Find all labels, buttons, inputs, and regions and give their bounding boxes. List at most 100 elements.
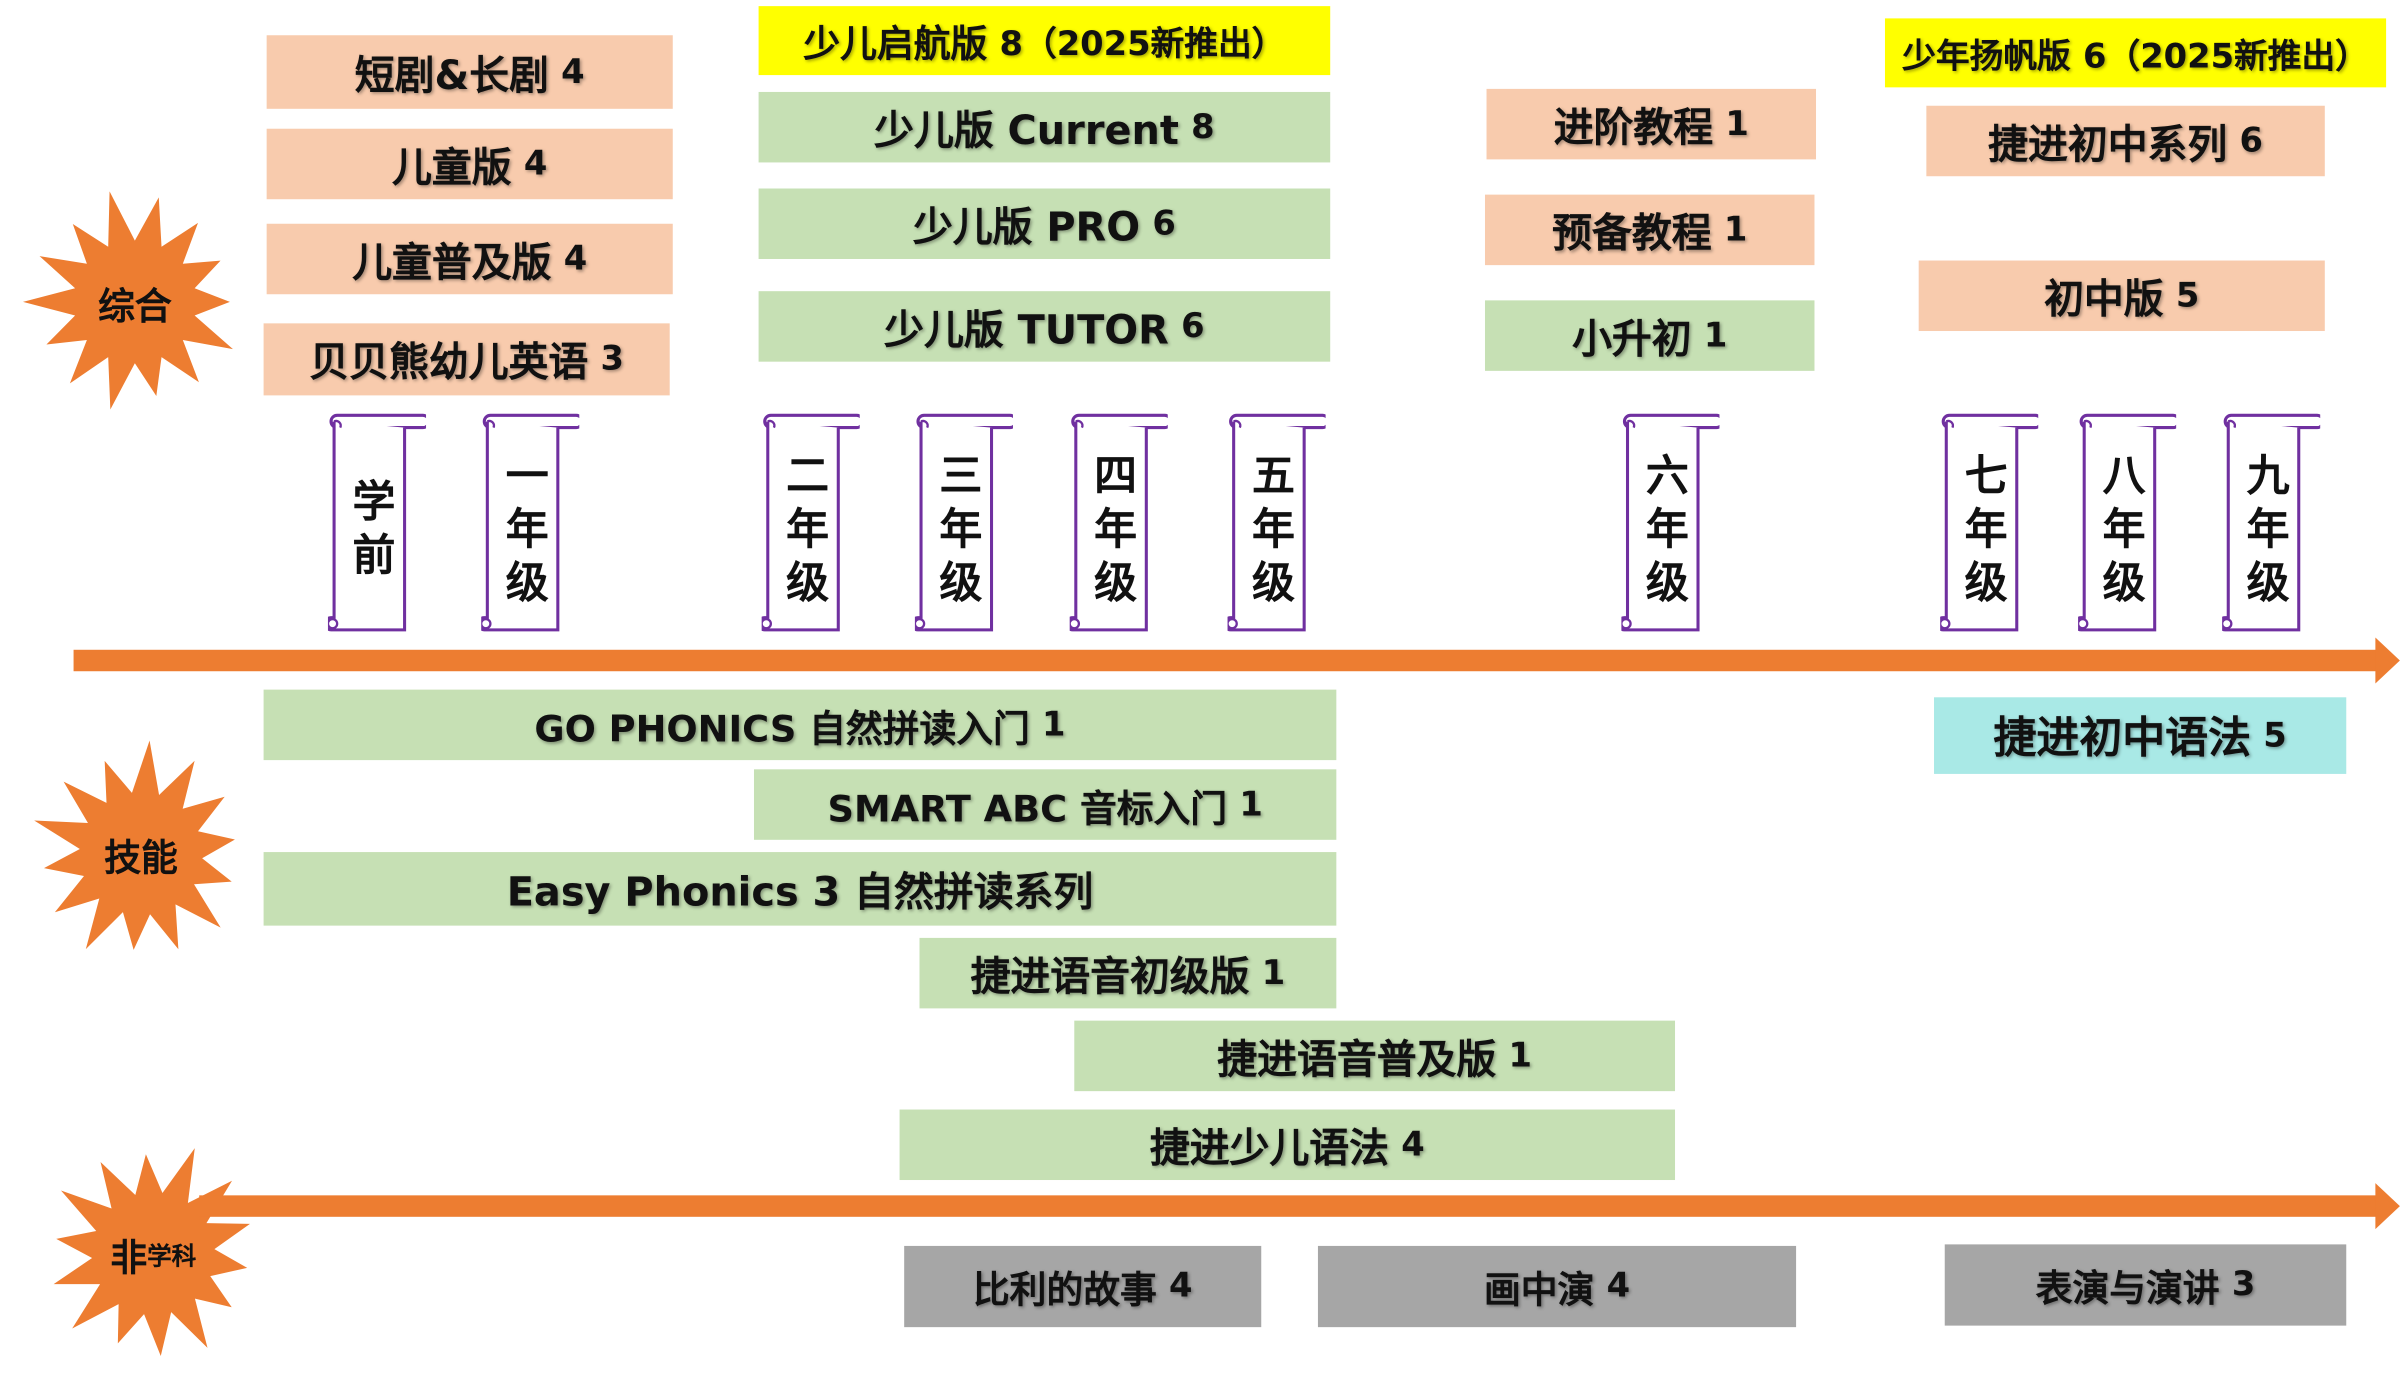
grade-char: 年 <box>1964 503 2008 554</box>
category-sub: 学科 <box>147 1241 197 1271</box>
grade-label: 二年级 <box>768 440 848 618</box>
grade-char: 级 <box>2102 557 2146 608</box>
course-label: 短剧&长剧 <box>354 52 549 99</box>
grade-char: 年 <box>1094 503 1138 554</box>
grade-char: 级 <box>2246 557 2290 608</box>
grade-char: 级 <box>505 557 549 608</box>
grade-char: 三 <box>939 449 983 501</box>
course-count: 5 <box>2175 276 2200 315</box>
grade-scroll: 九年级 <box>2222 406 2321 633</box>
grade-label: 学前 <box>334 440 414 618</box>
grade-scroll: 三年级 <box>914 406 1013 633</box>
category-general-starburst: 综合 <box>20 187 250 417</box>
grade-scroll: 五年级 <box>1227 406 1326 633</box>
course-count: 1 <box>1703 316 1728 355</box>
course-count: 1 <box>1042 705 1066 745</box>
starburst-shape <box>22 191 233 410</box>
course-count: 4 <box>523 144 548 184</box>
scroll-icon <box>914 413 1013 632</box>
course-label: 比利的故事 <box>972 1268 1157 1312</box>
grade-label: 八年级 <box>2084 440 2164 618</box>
scroll-icon <box>1621 413 1720 632</box>
course-label: 初中版 <box>2044 276 2164 323</box>
course-count: 3 <box>2231 1265 2256 1305</box>
grade-char: 四 <box>1094 449 1138 501</box>
course-count: 4 <box>1169 1267 1193 1306</box>
grade-scroll: 四年级 <box>1069 406 1168 633</box>
grade-char: 年 <box>1645 503 1689 554</box>
course-count: 6（2025新推出） <box>2083 37 2369 76</box>
grade-label: 六年级 <box>1628 440 1708 618</box>
scroll-icon <box>2078 413 2177 632</box>
course-label: Easy Phonics 3 自然拼读系列 <box>506 869 1094 916</box>
course-label: 儿童普及版 <box>352 239 552 286</box>
grade-label: 九年级 <box>2228 440 2308 618</box>
grade-scroll: 二年级 <box>761 406 860 633</box>
course-box: 儿童版 4 <box>266 128 673 200</box>
course-box: 少儿版 Current 8 <box>758 91 1331 163</box>
course-label: 画中演 <box>1483 1268 1595 1312</box>
course-count: 1 <box>1723 210 1748 250</box>
grade-char: 年 <box>2102 503 2146 554</box>
grade-char: 级 <box>1645 557 1689 608</box>
course-count: 1 <box>1508 1036 1532 1076</box>
course-label: 儿童版 <box>392 144 512 191</box>
grade-char: 七 <box>1964 449 2008 501</box>
course-count: 6 <box>2239 121 2263 161</box>
course-label: 捷进语音初级版 <box>970 953 1250 1000</box>
course-label: GO PHONICS 自然拼读入门 <box>534 707 1030 751</box>
scroll-icon <box>1940 413 2039 632</box>
grade-label: 三年级 <box>921 440 1001 618</box>
grade-label: 七年级 <box>1946 440 2026 618</box>
grade-char: 级 <box>1964 557 2008 608</box>
skill-box: GO PHONICS 自然拼读入门 1 <box>263 689 1337 761</box>
grade-char: 六 <box>1645 449 1689 501</box>
starburst-shape <box>34 740 235 950</box>
course-label: 捷进初中系列 <box>1988 121 2228 168</box>
grade-char: 一 <box>505 449 549 501</box>
course-count: 8 <box>1191 108 1215 147</box>
course-label: 少年扬帆版 <box>1902 37 2071 76</box>
course-label: 捷进初中语法 <box>1993 712 2252 764</box>
grade-scroll: 七年级 <box>1940 406 2039 633</box>
course-count: 8（2025新推出） <box>999 25 1286 64</box>
scroll-icon <box>1069 413 1168 632</box>
course-box-new: 少年扬帆版 6（2025新推出） <box>1884 18 2387 88</box>
grade-char: 学 <box>352 476 396 528</box>
course-count: 1 <box>1239 785 1263 824</box>
grade-char: 年 <box>786 503 830 554</box>
grade-label: 一年级 <box>487 440 567 618</box>
grade-char: 九 <box>2246 449 2290 501</box>
category-skills-starburst: 技能 <box>26 739 256 969</box>
course-label: 捷进少儿语法 <box>1149 1125 1389 1172</box>
grade-scroll: 八年级 <box>2078 406 2177 633</box>
grade-label: 四年级 <box>1076 440 1156 618</box>
course-label: 少儿版 Current <box>874 108 1179 155</box>
grade-char: 年 <box>1252 503 1295 554</box>
grade-char: 年 <box>505 503 549 554</box>
category-label: 综合 <box>98 284 172 328</box>
course-box: 捷进初中系列 6 <box>1926 105 2325 177</box>
category-label: 技能 <box>104 835 178 879</box>
timeline-arrow <box>199 1183 2400 1230</box>
course-count: 6 <box>1152 204 1176 243</box>
grade-scroll: 学前 <box>327 406 427 633</box>
grade-label: 五年级 <box>1234 440 1314 618</box>
scroll-icon <box>327 413 427 632</box>
course-count: 4 <box>563 239 588 279</box>
course-box: 儿童普及版 4 <box>266 223 673 295</box>
category-label: 非学科 <box>38 1139 268 1369</box>
course-count: 4 <box>561 52 585 92</box>
